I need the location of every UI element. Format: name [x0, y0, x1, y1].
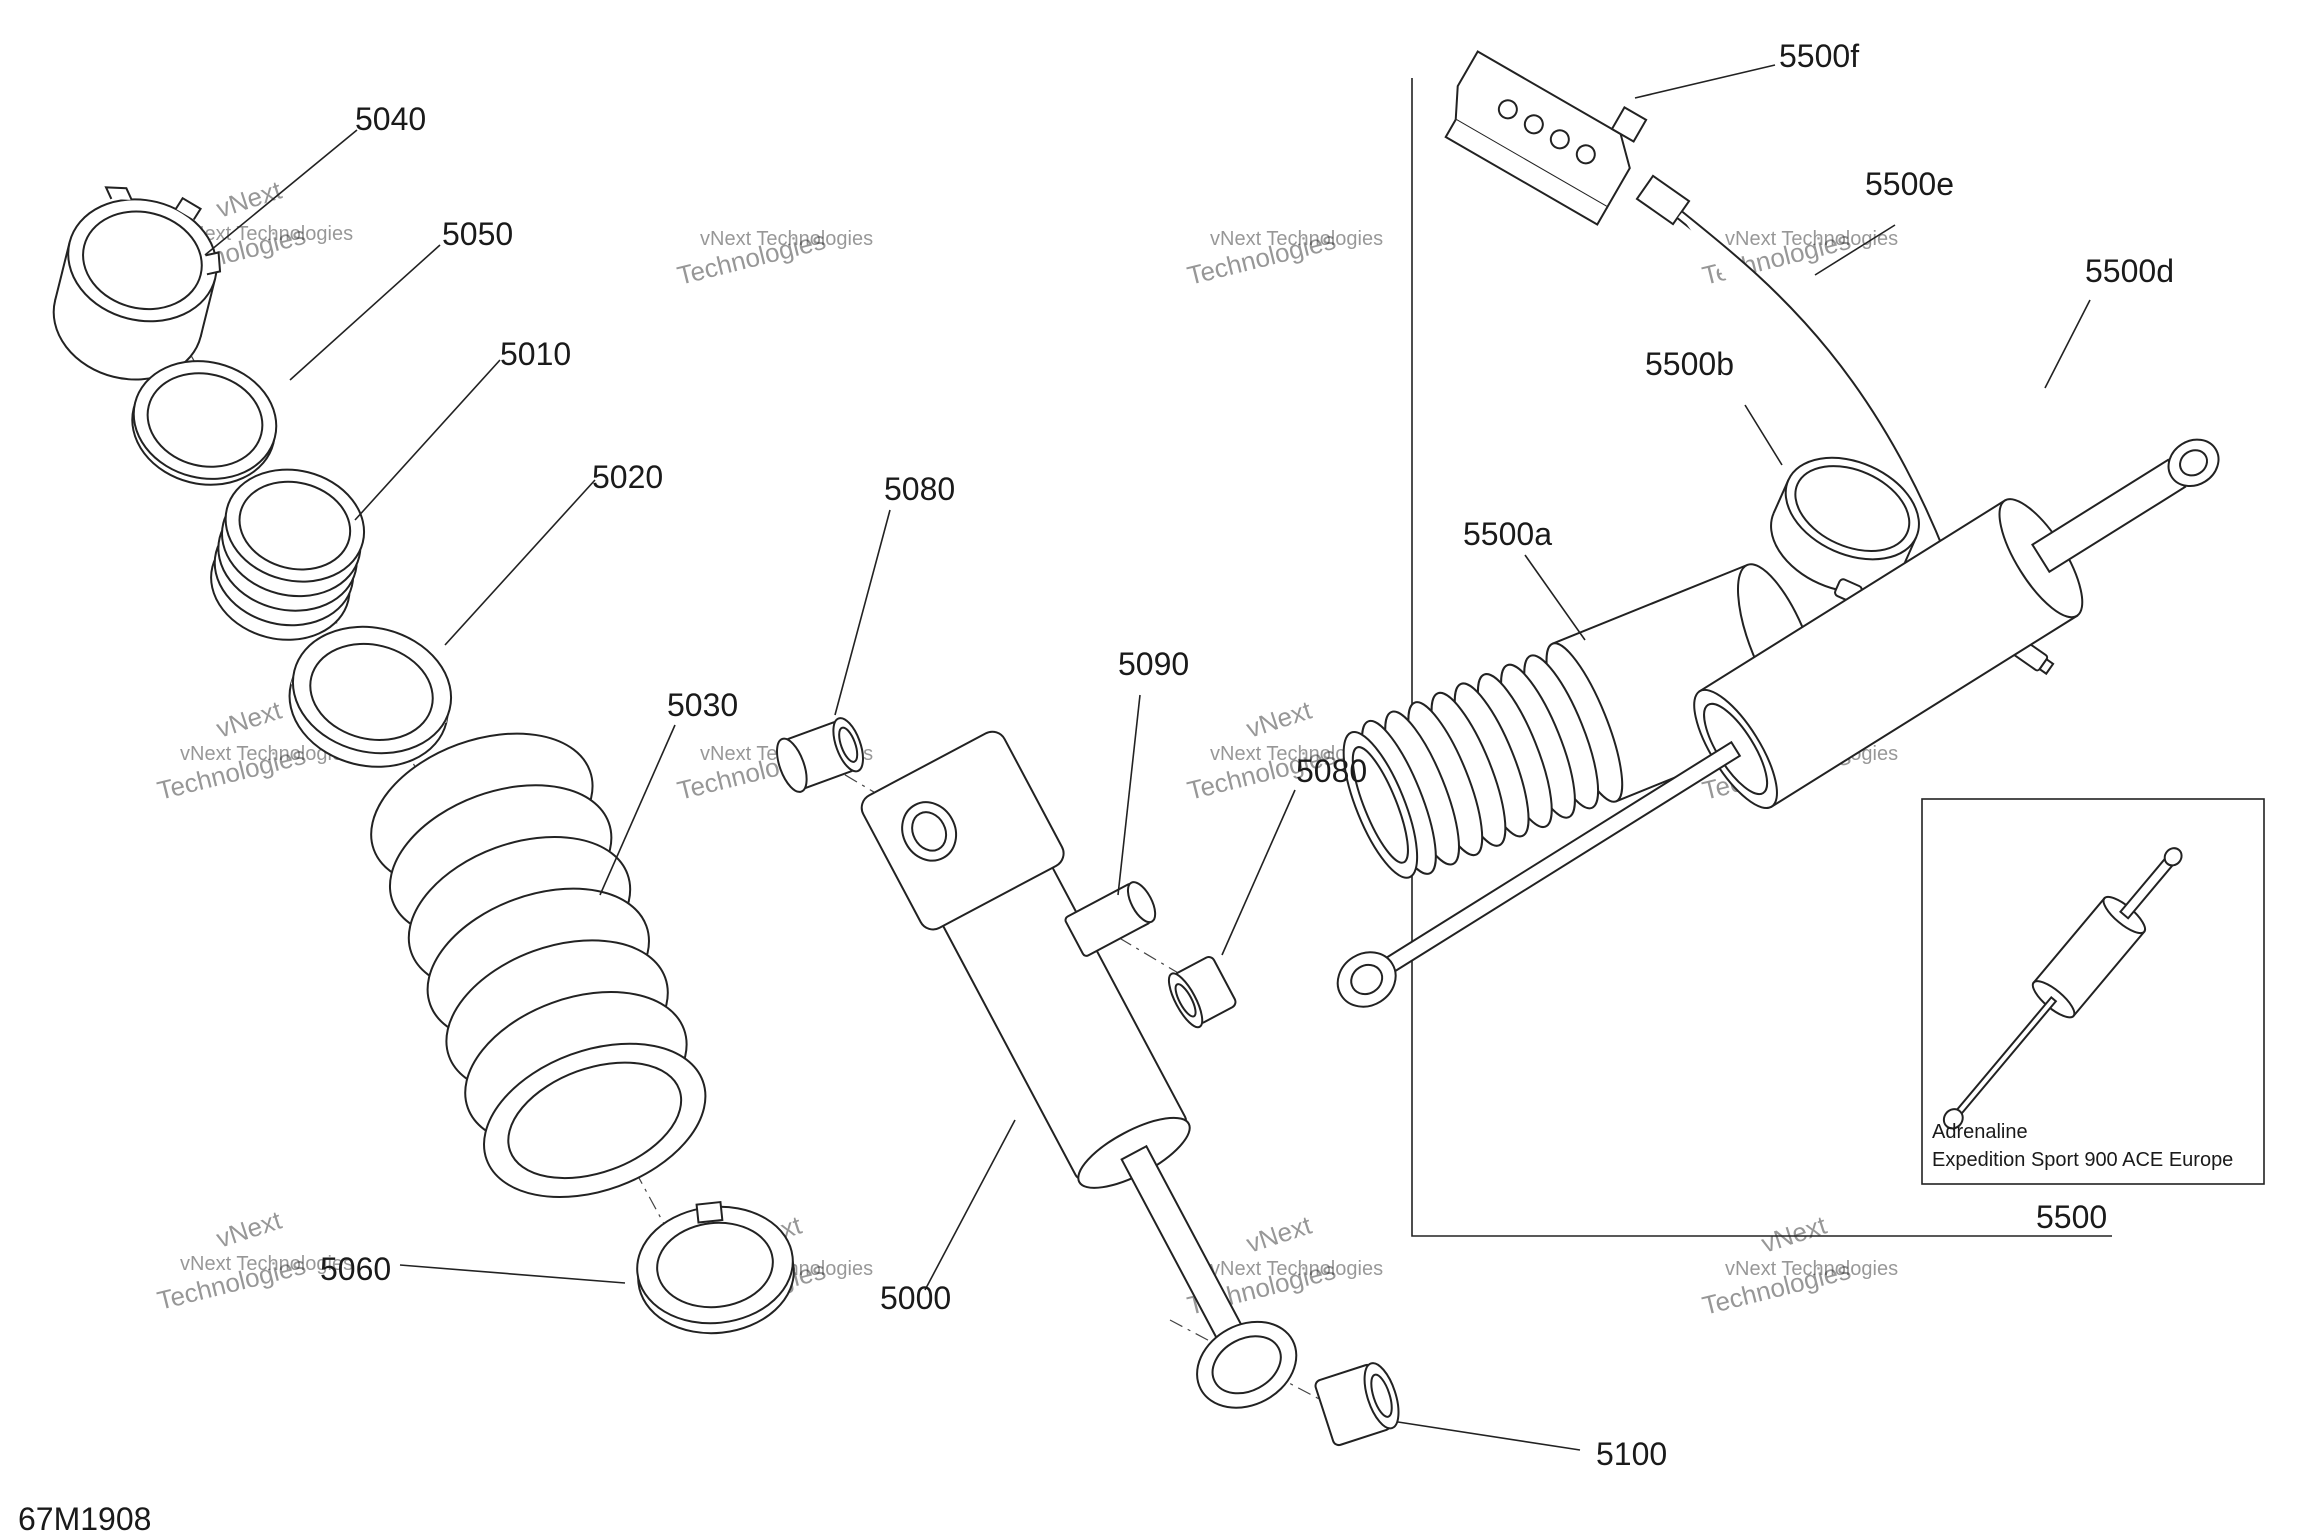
- svg-text:vNext Technologies: vNext Technologies: [1210, 228, 1383, 250]
- inset-shock-thumbnail: [1942, 847, 2183, 1130]
- part-5500b-clamp[interactable]: [1753, 438, 1935, 616]
- label-5060: 5060: [320, 1251, 391, 1287]
- label-5040: 5040: [355, 101, 426, 137]
- label-5050: 5050: [442, 216, 513, 252]
- label-5090: 5090: [1118, 646, 1189, 682]
- svg-text:vNext Technologies: vNext Technologies: [1210, 743, 1383, 765]
- part-5080-bushing-upper[interactable]: [771, 714, 869, 795]
- label-5500a: 5500a: [1463, 516, 1552, 552]
- label-5010: 5010: [500, 336, 571, 372]
- part-5100-bushing[interactable]: [1314, 1359, 1405, 1447]
- label-5500f: 5500f: [1779, 38, 1859, 74]
- svg-text:vNext Technologies: vNext Technologies: [180, 1253, 353, 1275]
- group-5500-frame: [1411, 78, 2112, 1237]
- svg-text:vNext: vNext: [1243, 1209, 1316, 1258]
- part-labels: 5040 5050 5010 5020 5030 5060 5080 5090 …: [320, 38, 2174, 1472]
- svg-text:vNext: vNext: [1243, 694, 1316, 743]
- svg-text:vNext: vNext: [213, 174, 286, 223]
- svg-text:vNext: vNext: [213, 694, 286, 743]
- watermark: vNext Technologies vNext Technologies: [1699, 1209, 1898, 1320]
- label-5020: 5020: [592, 459, 663, 495]
- label-5080: 5080: [884, 471, 955, 507]
- part-5500f-bracket[interactable]: [1433, 30, 1655, 226]
- part-5090-sleeve[interactable]: [1064, 878, 1161, 957]
- svg-text:vNext: vNext: [213, 1204, 286, 1253]
- label-5080-second: 5080: [1296, 753, 1367, 789]
- part-5060-retainer[interactable]: [631, 1195, 800, 1341]
- part-5000-shock-body[interactable]: [857, 727, 1336, 1438]
- inset-box: Adrenaline Expedition Sport 900 ACE Euro…: [1921, 798, 2265, 1185]
- label-5500b: 5500b: [1645, 346, 1734, 382]
- svg-text:vNext: vNext: [1758, 1209, 1831, 1258]
- svg-text:vNext Technologies: vNext Technologies: [180, 743, 353, 765]
- label-5500: 5500: [2036, 1199, 2107, 1235]
- part-5050-washer[interactable]: [120, 346, 289, 499]
- label-5500e: 5500e: [1865, 166, 1954, 202]
- svg-text:vNext Technologies: vNext Technologies: [1210, 1258, 1383, 1280]
- part-5500-shock-assembly[interactable]: [1305, 391, 2251, 1053]
- label-5000: 5000: [880, 1280, 951, 1316]
- svg-text:vNext Technologies: vNext Technologies: [1725, 228, 1898, 250]
- part-5500a-boot[interactable]: [1326, 555, 1837, 893]
- leader-lines: [204, 64, 2091, 1451]
- part-5040-collar[interactable]: [41, 174, 235, 395]
- inset-model-line2: Expedition Sport 900 ACE Europe: [1932, 1149, 2233, 1171]
- inset-model-line1: Adrenaline: [1932, 1121, 2028, 1143]
- part-5020-spring-seat[interactable]: [276, 610, 465, 783]
- watermark: vNext Technologies Technologies: [674, 225, 873, 291]
- watermark: vNext Technologies Technologies: [1184, 225, 1383, 291]
- drawing-code: 67M1908: [18, 1501, 151, 1536]
- part-5010-helper-spring[interactable]: [199, 455, 376, 654]
- watermark: vNext Technologies vNext Technologies: [1184, 694, 1383, 805]
- label-5030: 5030: [667, 687, 738, 723]
- svg-text:vNext Technologies: vNext Technologies: [700, 228, 873, 250]
- label-5500d: 5500d: [2085, 253, 2174, 289]
- label-5100: 5100: [1596, 1436, 1667, 1472]
- part-5030-main-spring[interactable]: [350, 705, 727, 1225]
- svg-text:vNext Technologies: vNext Technologies: [1725, 1258, 1898, 1280]
- part-5080-bushing-lower[interactable]: [1163, 953, 1239, 1031]
